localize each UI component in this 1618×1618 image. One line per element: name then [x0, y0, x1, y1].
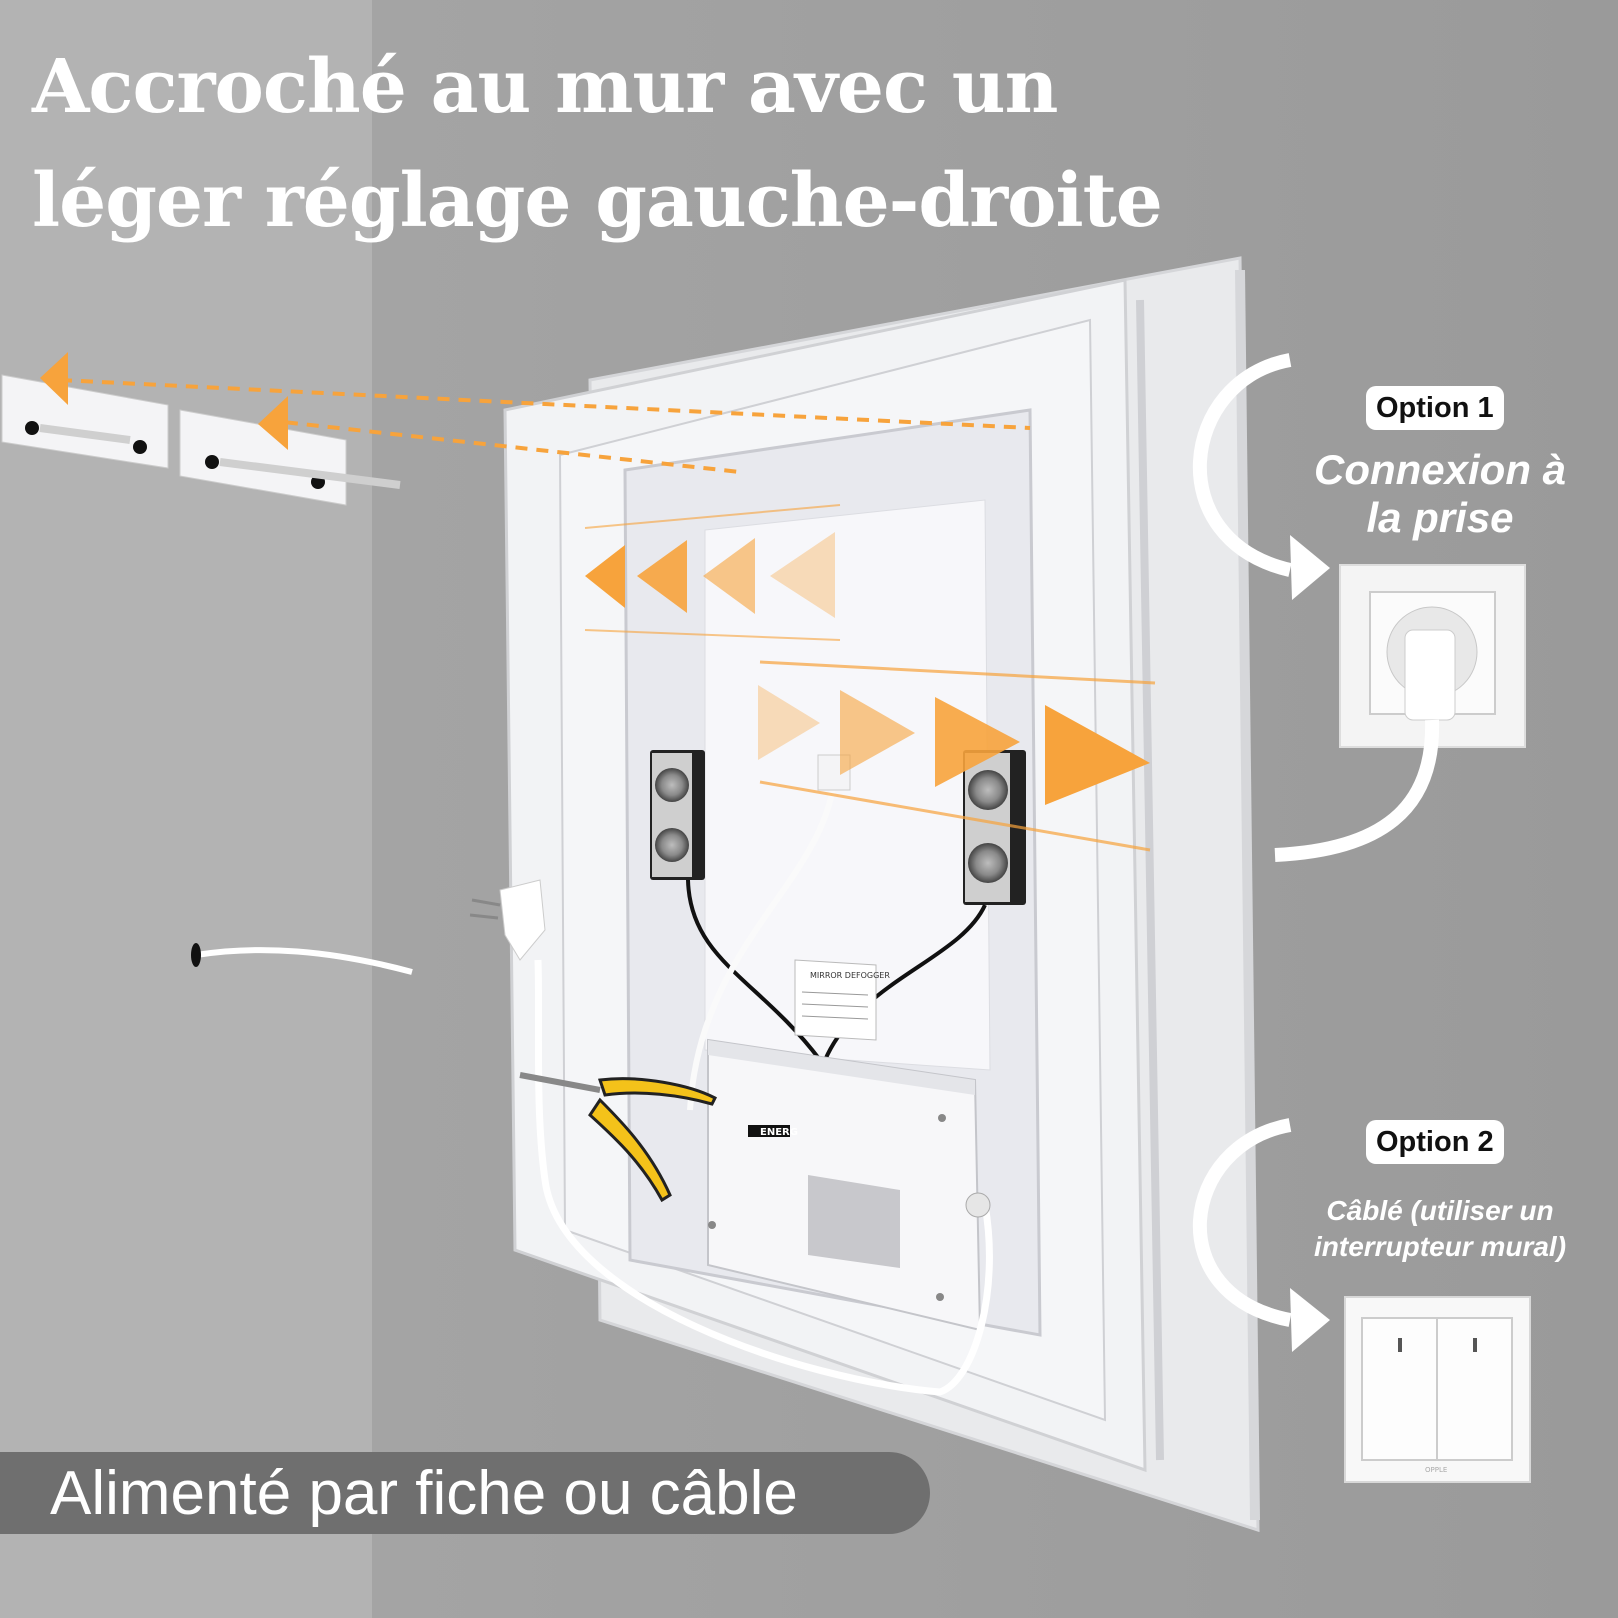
- arrow-right-icon: [935, 697, 1020, 787]
- curved-arrow-icon: [1192, 353, 1292, 577]
- wall-corner: [0, 0, 372, 1618]
- option-2-caption-line-2: interrupteur mural): [1313, 1231, 1567, 1262]
- white-wire: [687, 769, 838, 1111]
- cut-wire: [195, 947, 413, 975]
- option-1-badge: Option 1: [1366, 386, 1504, 430]
- arrow-left-icon: [770, 532, 835, 618]
- arrow-right-icon: [1045, 705, 1150, 805]
- arrow-left-icon: [585, 545, 625, 608]
- curved-arrow-head: [1290, 535, 1330, 600]
- wall-switch-icon: OPPLE: [1344, 1296, 1531, 1483]
- control-box: ENERG: [707, 1038, 982, 1332]
- guide-line: [264, 418, 741, 474]
- spec-sticker: [808, 1175, 900, 1268]
- pliers-icon: [519, 1072, 718, 1203]
- right-adjust-arrows: [758, 660, 1156, 852]
- arrow-left-icon: [40, 352, 68, 405]
- speaker-icon: [655, 828, 689, 862]
- option-1-caption-line-2: la prise: [1366, 494, 1514, 541]
- speaker-icon: [968, 843, 1008, 883]
- headline: Accroché au mur avec un léger réglage ga…: [32, 30, 1163, 258]
- footer-text: Alimenté par fiche ou câble: [50, 1459, 798, 1528]
- headline-line-1: Accroché au mur avec un: [32, 44, 1058, 130]
- curved-arrow-icon: [1193, 1118, 1292, 1327]
- left-adjust-arrows: [584, 504, 841, 641]
- arrow-left-icon: [258, 396, 288, 450]
- wall-bracket-left: [1, 374, 169, 469]
- curved-arrow-head: [1290, 1288, 1330, 1352]
- wall-socket-icon: [1339, 564, 1526, 748]
- option-1-caption-line-1: Connexion à: [1313, 446, 1567, 493]
- frame-rail: [1136, 299, 1164, 1461]
- socket-cable: [1274, 719, 1440, 862]
- footer-banner: [0, 1452, 930, 1534]
- product-label: MIRROR DEFOGGER: [794, 959, 890, 1041]
- option-2-caption: Câblé (utiliser un interrupteur mural): [1290, 1193, 1590, 1265]
- arrow-left-icon: [637, 540, 687, 613]
- arrow-right-icon: [840, 690, 915, 775]
- wire-end: [191, 943, 201, 967]
- option-1-caption: Connexion à la prise: [1295, 446, 1585, 542]
- speaker-right: [963, 750, 1026, 905]
- svg-text:OPPLE: OPPLE: [1425, 1466, 1447, 1474]
- power-cable: [534, 959, 993, 1396]
- cable-gland: [965, 1192, 991, 1218]
- speaker-icon: [968, 770, 1008, 810]
- option-2-badge: Option 2: [1366, 1120, 1504, 1164]
- speaker-left: [650, 750, 705, 880]
- svg-text:MIRROR DEFOGGER: MIRROR DEFOGGER: [810, 971, 890, 980]
- guide-line: [59, 378, 1031, 430]
- arrow-left-icon: [703, 538, 755, 614]
- wall-bracket-right: [179, 409, 401, 506]
- arrow-right-icon: [758, 685, 820, 760]
- headline-line-2: léger réglage gauche-droite: [32, 158, 1163, 244]
- plug-icon: [469, 879, 546, 961]
- svg-text:ENERG: ENERG: [760, 1127, 798, 1138]
- option-2-caption-line-1: Câblé (utiliser un: [1326, 1195, 1554, 1226]
- speaker-icon: [655, 768, 689, 802]
